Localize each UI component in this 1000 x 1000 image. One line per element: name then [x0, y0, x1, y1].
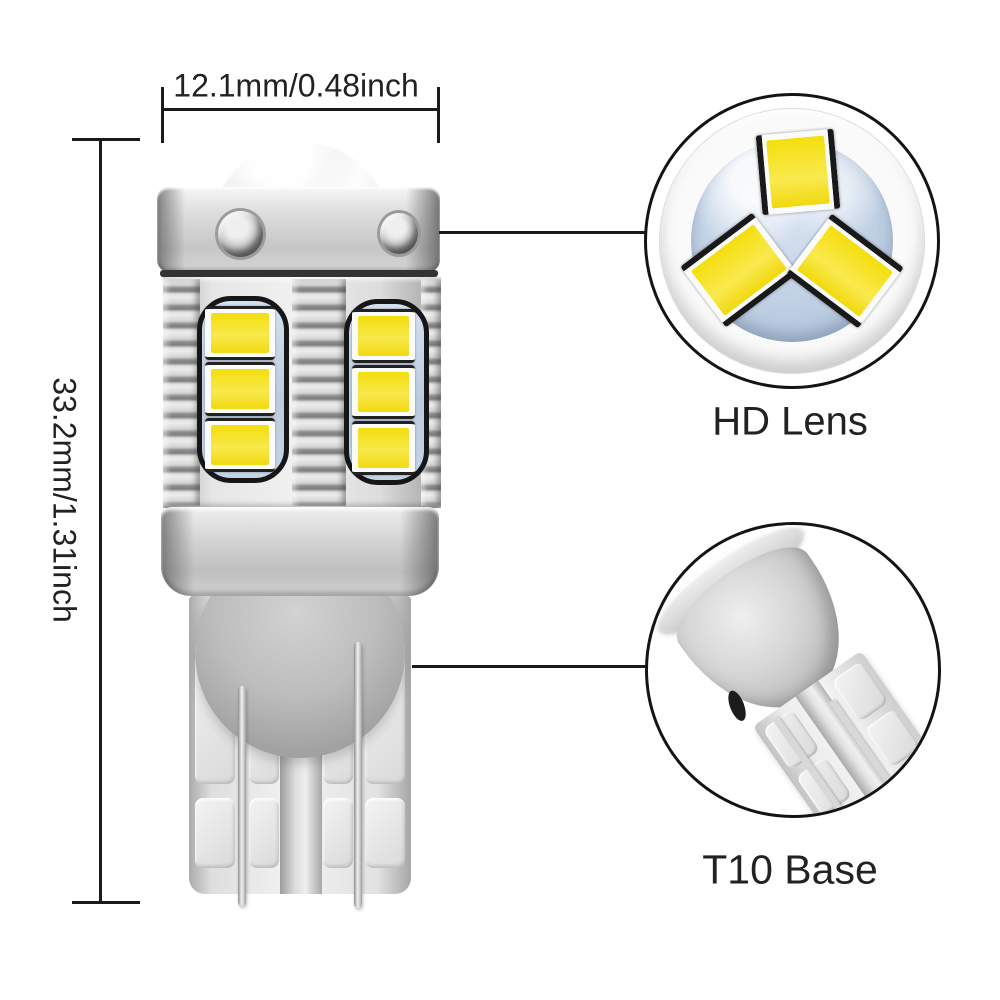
base-callout-label: T10 Base: [702, 846, 878, 893]
head-band-separator: [160, 270, 438, 277]
set-screw-hole-right: [380, 213, 418, 254]
glass-stem: [280, 744, 322, 894]
led-die: [211, 369, 269, 409]
led-chip: [205, 306, 275, 360]
wedge-panel: [323, 798, 353, 868]
led-chip: [352, 365, 415, 419]
base-wire-left: [238, 686, 246, 906]
lens-callout-circle: [644, 93, 940, 389]
led-chip: [352, 421, 415, 475]
height-dimension-tick-bottom: [72, 901, 140, 904]
height-dimension-tick-top: [72, 138, 140, 141]
base-wire-right: [354, 642, 362, 908]
led-die: [358, 316, 409, 356]
set-screw-hole-left: [218, 211, 263, 257]
height-dimension-label: 33.2mm/1.31inch: [46, 377, 83, 623]
width-dimension-line: [162, 108, 438, 111]
led-die: [211, 425, 269, 465]
height-dimension-line: [99, 139, 102, 904]
led-chip: [205, 362, 275, 416]
width-dimension-tick-left: [161, 87, 164, 143]
base-tilted-view: [648, 525, 938, 815]
led-heatsink-section: [163, 277, 441, 508]
bulb-collar: [161, 507, 439, 596]
heatsink-fins-middle: [292, 279, 346, 506]
lens-led-chip-top: [755, 128, 841, 216]
leader-line-lens: [439, 231, 645, 234]
lens-callout-label: HD Lens: [712, 399, 868, 444]
heatsink-fins-left: [163, 279, 200, 506]
width-dimension-tick-right: [437, 87, 440, 143]
inner-glass-dome: [195, 596, 405, 758]
led-die: [358, 428, 409, 468]
led-die: [766, 135, 830, 209]
width-dimension-label: 12.1mm/0.48inch: [173, 67, 419, 104]
led-chip: [205, 418, 275, 472]
wedge-panel: [249, 798, 279, 868]
wedge-panel: [365, 798, 405, 868]
leader-line-base: [412, 665, 646, 668]
wedge-panel: [195, 798, 235, 868]
led-window-left: [197, 296, 289, 483]
led-die: [358, 372, 409, 412]
led-chip: [352, 309, 415, 363]
led-window-right: [344, 299, 429, 485]
led-die: [211, 313, 269, 353]
bulb-wedge-body: [189, 596, 411, 894]
base-callout-circle: [645, 522, 941, 818]
